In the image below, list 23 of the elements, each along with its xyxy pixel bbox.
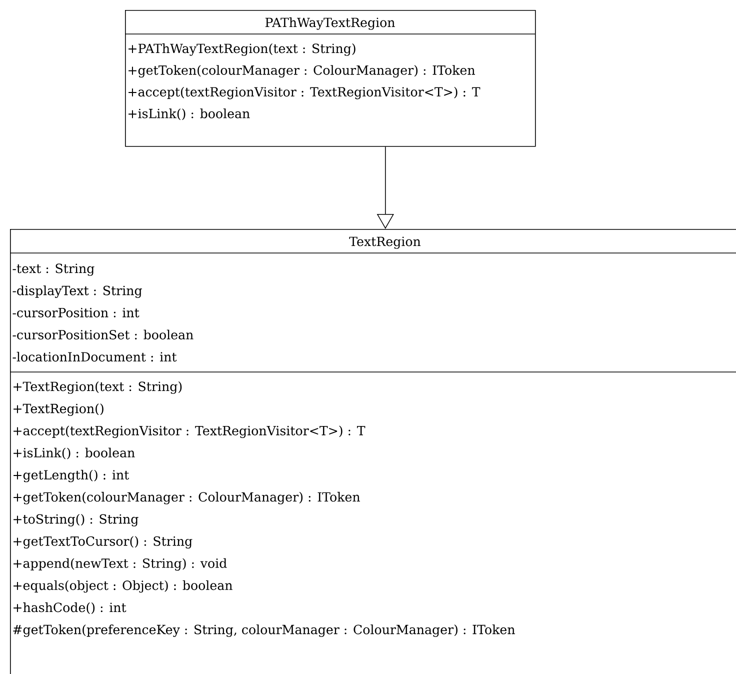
method-text: +TextRegion(text : String) <box>14 381 182 394</box>
method-text: +TextRegion() <box>14 404 104 416</box>
method-text: +PAThWayTextRegion(text : String) <box>128 43 356 56</box>
attribute-text: -displayText : String <box>12 286 142 298</box>
method-text: +toString() : String <box>14 514 138 526</box>
class-name: PAThWayTextRegion <box>265 17 395 30</box>
method-text: +append(newText : String) : void <box>14 558 227 571</box>
method-text: +getLength() : int <box>14 470 130 482</box>
method-text: +hashCode() : int <box>14 602 126 614</box>
attribute-text: -text : String <box>12 264 94 276</box>
method-text: +equals(object : Object) : boolean <box>14 580 232 593</box>
method-text: +getToken(colourManager : ColourManager) : IToken <box>14 492 360 504</box>
method-text: +isLink() : boolean <box>128 108 250 120</box>
attribute-text: -locationInDocument : int <box>12 352 177 362</box>
method-text: +accept(textRegionVisitor : TextRegionVisitor<T>) : T <box>14 426 366 438</box>
method-text: +getToken(colourManager : ColourManager) : IToken <box>128 65 475 78</box>
method-text: +getTextToCursor() : String <box>14 536 192 548</box>
method-text: +accept(textRegionVisitor : TextRegionVisitor<T>) : T <box>128 86 480 100</box>
method-text: #getToken(preferenceKey : String, colourManager : ColourManager) : IToken <box>13 624 515 637</box>
attribute-text: -cursorPosition : int <box>12 308 140 318</box>
class-name: TextRegion <box>349 236 421 249</box>
attribute-text: -cursorPositionSet : boolean <box>12 330 194 340</box>
method-text: +isLink() : boolean <box>14 448 135 460</box>
